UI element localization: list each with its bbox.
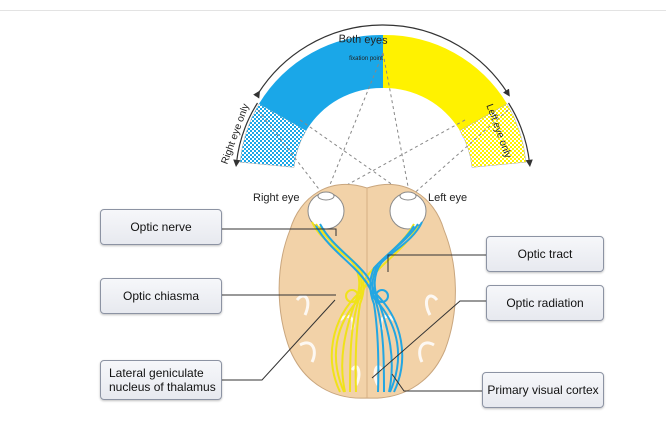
left-eye-label: Left eye: [428, 192, 467, 204]
blue-pathways: [315, 221, 423, 393]
right-field-both-eyes: [259, 34, 383, 131]
primary-visual-cortex-text: Primary visual cortex: [487, 383, 599, 397]
fixation-point-label: fixation point: [349, 56, 383, 62]
both-eyes-arrow: [253, 24, 510, 99]
right-lens: [317, 191, 335, 201]
lgn-text: Lateral geniculate nucleus of thalamus: [109, 366, 216, 394]
optic-chiasma-label[interactable]: Optic chiasma: [100, 278, 222, 314]
primary-visual-cortex-label[interactable]: Primary visual cortex: [482, 372, 604, 408]
left-field-both-eyes: [383, 34, 507, 131]
optic-tract-label[interactable]: Optic tract: [486, 236, 604, 272]
lgn-markers: [345, 289, 389, 303]
optic-nerve-text: Optic nerve: [130, 220, 192, 234]
lgn-label[interactable]: Lateral geniculate nucleus of thalamus: [100, 360, 222, 400]
lgn-text-line1: Lateral geniculate: [109, 366, 204, 380]
optic-radiation-text: Optic radiation: [506, 296, 584, 310]
left-lens: [399, 191, 417, 201]
right-eye-label: Right eye: [253, 192, 299, 204]
leader-lines: [222, 228, 486, 392]
optic-radiation-label[interactable]: Optic radiation: [486, 285, 604, 321]
optic-tract-text: Optic tract: [517, 247, 573, 261]
optic-nerve-label[interactable]: Optic nerve: [100, 209, 222, 245]
right-eye-only-arrow: [233, 102, 259, 167]
both-eyes-label: Both eyes: [338, 33, 388, 47]
lgn-text-line2: nucleus of thalamus: [109, 380, 216, 394]
top-divider: [0, 10, 666, 11]
left-eye-only-arrow: [507, 102, 533, 167]
optic-chiasma-text: Optic chiasma: [122, 289, 200, 303]
